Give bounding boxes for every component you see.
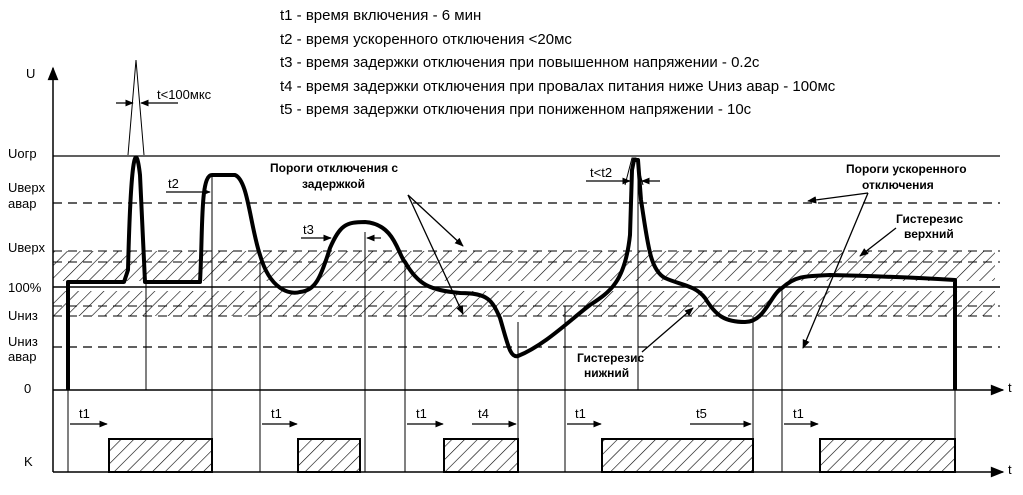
fast-thresholds-label-1: Пороги ускоренного [846,162,967,176]
uniz-avar-label-1: Uниз [8,334,38,349]
hyst-lower-label-2: нижний [584,366,629,380]
fast-thresholds-label-2: отключения [862,178,934,192]
delay-thresholds-label-2: задержкой [302,177,365,191]
legend-t5: t5 - время задержки отключения при пониж… [280,101,752,118]
uniz-avar-label-2: авар [8,349,36,364]
k-axis-label: K [24,454,33,469]
spike-impulse-marker [127,59,145,156]
hyst-upper-label-2: верхний [904,227,954,241]
relay-t1-label-5: t1 [793,406,804,421]
relay-pulses [108,438,956,473]
hyst-lower-label-1: Гистерезис [577,351,644,365]
uverh-avar-label-2: авар [8,196,36,211]
uniz-label: Uниз [8,308,38,323]
relay-pulse [819,438,956,473]
relay-t1-label-2: t1 [271,406,282,421]
hysteresis-band-lower [53,291,995,316]
zero-label: 0 [24,381,31,396]
u-axis-label: U [26,66,35,81]
t-axis-label-voltage: t [1008,380,1012,395]
annotation-pointers [407,192,897,353]
uverh-label: Uверх [8,240,45,255]
legend: t1 - время включения - 6 мин t2 - время … [280,4,1000,122]
uverh-avar-label-1: Uверх [8,180,45,195]
t2-label: t2 [168,176,179,191]
legend-t3: t3 - время задержки отключения при повыш… [280,54,760,71]
t-axis-label-relay: t [1008,462,1012,477]
relay-t1-label-3: t1 [416,406,427,421]
relay-pulse [443,438,519,473]
spike-duration-label: t<100мкс [157,87,212,102]
uorg-label: Uогр [8,146,37,161]
relay-pulse [601,438,754,473]
legend-t1: t1 - время включения - 6 мин [280,7,482,24]
delay-thresholds-label-1: Пороги отключения с [270,161,398,175]
relay-t5-label: t5 [696,406,707,421]
relay-t1-label-4: t1 [575,406,586,421]
legend-t2: t2 - время ускоренного отключения <20мс [280,30,572,48]
relay-t4-label: t4 [478,406,489,421]
voltage-curve [66,155,957,390]
hyst-upper-label-1: Гистерезис [896,212,963,226]
relay-pulse [108,438,213,473]
legend-t4: t4 - время задержки отключения при прова… [280,77,836,95]
t3-label: t3 [303,222,314,237]
relay-t1-label-1: t1 [79,406,90,421]
t-lt-t2-label: t<t2 [590,165,612,180]
nominal-label: 100% [8,280,42,295]
relay-pulse [297,438,361,473]
